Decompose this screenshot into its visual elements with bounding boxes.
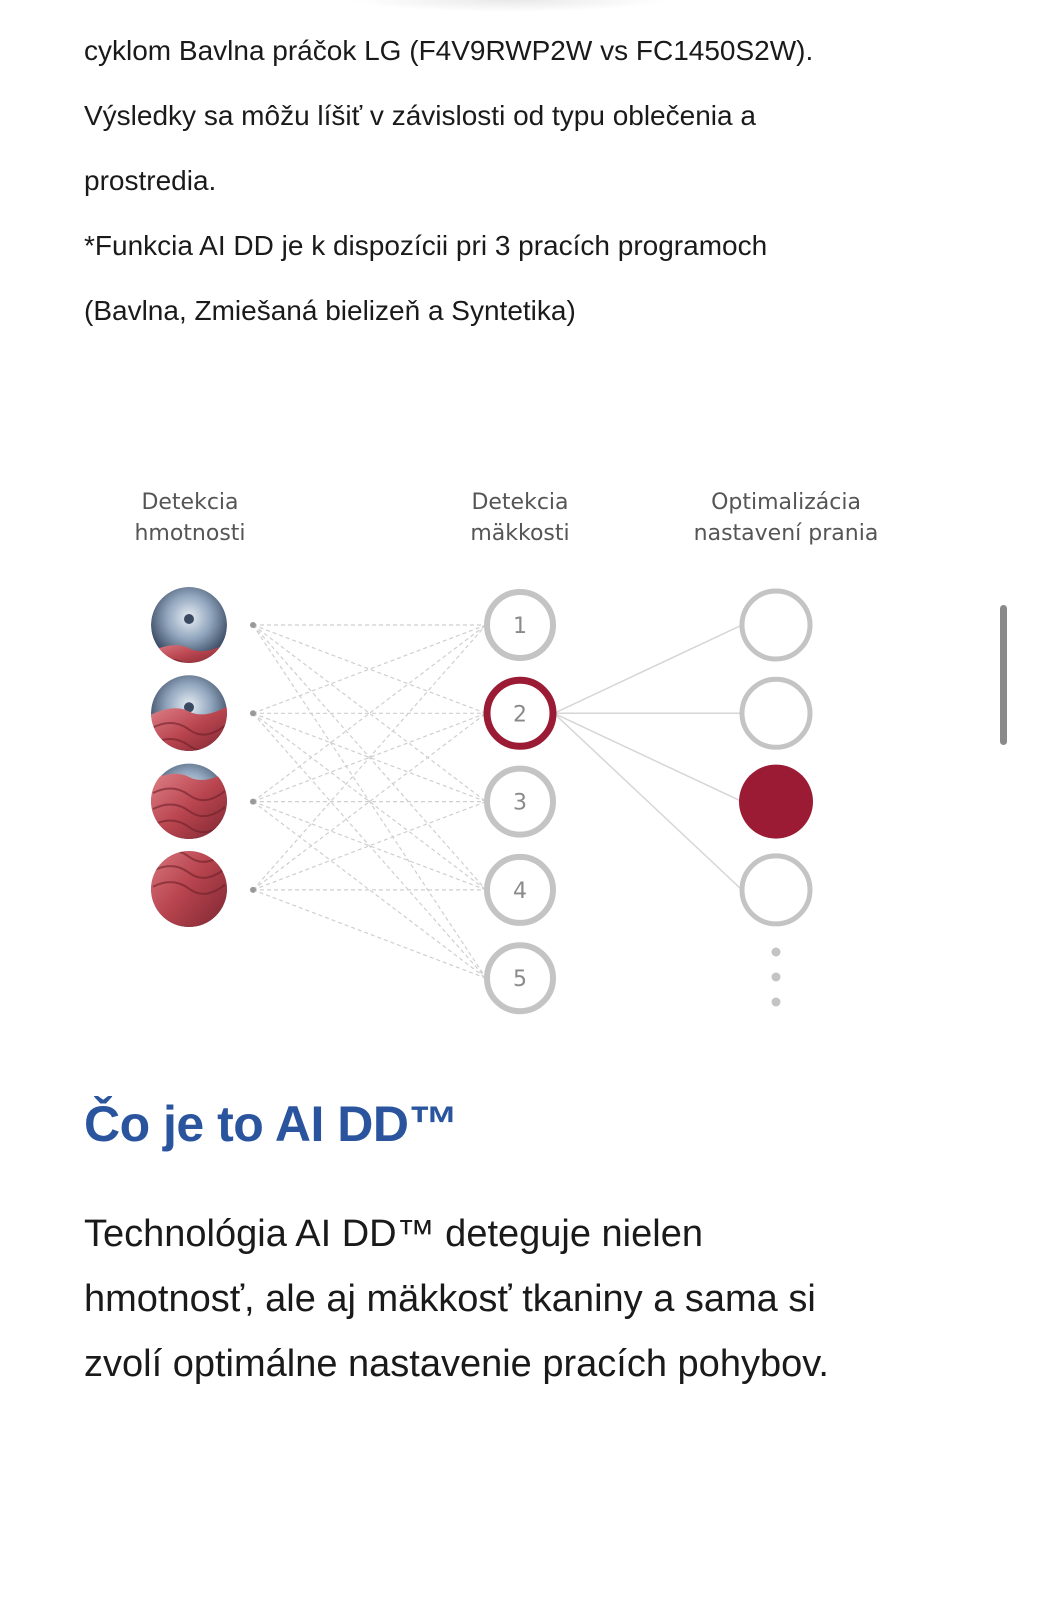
- drum-hub: [184, 614, 194, 624]
- fabric-fold: [152, 787, 226, 802]
- dashed-connection: [252, 624, 487, 891]
- more-dots-icon: [771, 997, 781, 1007]
- note-line: (Bavlna, Zmiešaná bielizeň a Syntetika): [84, 295, 576, 326]
- note-line: Výsledky sa môžu líšiť v závislosti od t…: [84, 100, 756, 131]
- body-line: zvolí optimálne nastavenie pracích pohyb…: [84, 1343, 829, 1385]
- connector-dot: [250, 798, 256, 805]
- note-line: *Funkcia AI DD je k dispozícii pri 3 pra…: [84, 230, 768, 261]
- softness-node: [484, 765, 556, 838]
- softness-number: 1: [513, 614, 527, 639]
- solid-connection: [553, 624, 743, 714]
- footnote-text: cyklom Bavlna práčok LG (F4V9RWP2W vs FC…: [84, 18, 984, 343]
- softness-number: 3: [513, 791, 527, 816]
- label-weight-detection: Detekcia hmotnosti: [120, 487, 260, 549]
- section-heading: Čo je to AI DD™: [84, 1096, 458, 1152]
- ai-dd-diagram: 1 2 3 4 5: [151, 587, 813, 1015]
- load-level-image: [151, 763, 227, 839]
- label-line: Detekcia: [141, 490, 239, 515]
- softness-number: 2: [513, 702, 527, 727]
- body-line: Technológia AI DD™ deteguje nielen: [84, 1213, 703, 1255]
- softness-number: 5: [513, 967, 527, 992]
- label-line: Detekcia: [471, 490, 569, 515]
- scrollbar-thumb[interactable]: [1000, 605, 1007, 745]
- dashed-connection: [252, 624, 487, 979]
- softness-node: [483, 676, 557, 750]
- more-dots-icon: [771, 947, 781, 957]
- load-level-image: [151, 851, 227, 927]
- label-wash-optimization: Optimalizácia nastavení prania: [676, 487, 896, 549]
- fabric-fold: [152, 722, 226, 736]
- label-line: Optimalizácia: [711, 490, 861, 515]
- connector-dot: [250, 622, 256, 628]
- label-line: hmotnosti: [134, 521, 246, 546]
- top-shadow: [350, 0, 670, 12]
- drum-hub: [184, 702, 194, 713]
- fabric-icon: [151, 851, 227, 927]
- softness-node: [484, 942, 556, 1015]
- label-softness-detection: Detekcia mäkkosti: [450, 487, 590, 549]
- drum-icon: [151, 587, 227, 663]
- note-line: prostredia.: [84, 165, 217, 196]
- fabric-fold: [152, 819, 226, 834]
- fabric-fold: [152, 881, 226, 895]
- setting-node: [739, 588, 813, 662]
- fabric-fold: [152, 803, 226, 818]
- softness-number: 4: [513, 879, 527, 904]
- softness-node: [484, 853, 556, 926]
- softness-node: [484, 589, 556, 661]
- load-level-image: [151, 675, 227, 751]
- dashed-connection: [252, 889, 487, 979]
- connector-dot: [250, 886, 256, 893]
- body-line: hmotnosť, ale aj mäkkosť tkaniny a sama …: [84, 1278, 816, 1320]
- label-line: mäkkosti: [470, 521, 570, 546]
- label-line: nastavení prania: [693, 521, 879, 546]
- dashed-connection: [252, 712, 487, 979]
- fabric-fold: [152, 865, 226, 879]
- solid-connection: [553, 712, 743, 891]
- setting-node-selected: [739, 764, 813, 839]
- more-dots-icon: [771, 972, 781, 982]
- section-body: Technológia AI DD™ deteguje nielen hmotn…: [84, 1202, 829, 1397]
- connector-dot: [250, 710, 256, 717]
- setting-node: [739, 853, 813, 927]
- setting-node: [739, 676, 813, 750]
- note-line: cyklom Bavlna práčok LG (F4V9RWP2W vs FC…: [84, 35, 814, 66]
- solid-connection: [553, 712, 743, 803]
